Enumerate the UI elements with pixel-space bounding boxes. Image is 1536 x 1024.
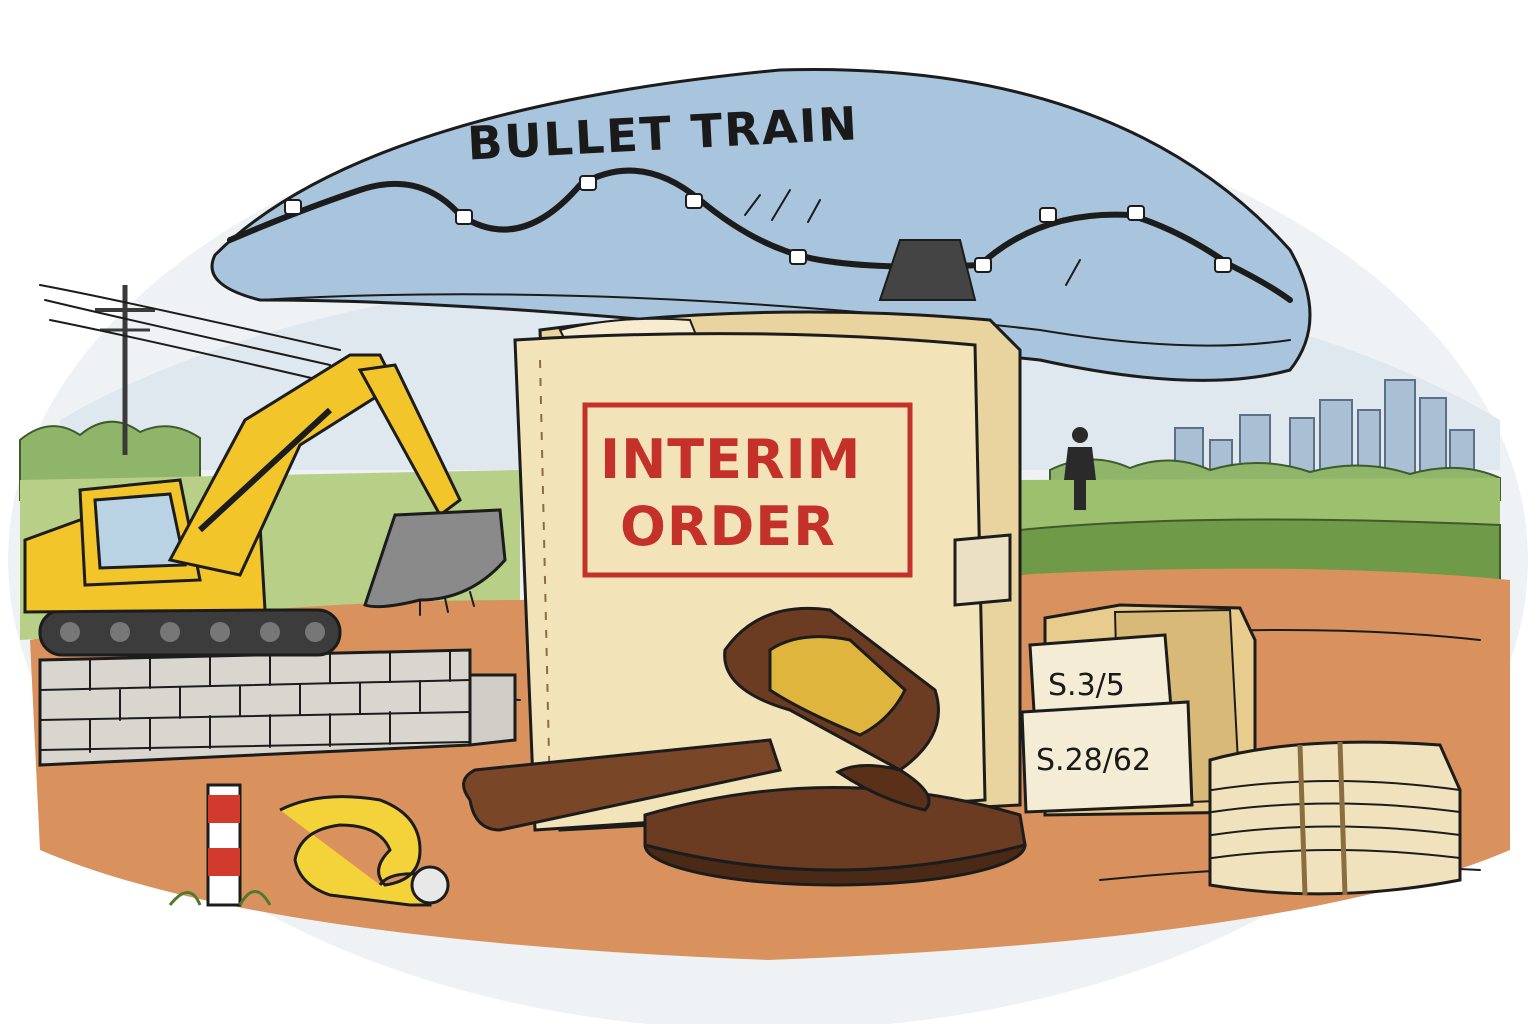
stamp-line-2: ORDER xyxy=(620,495,836,558)
survey-post xyxy=(168,783,272,907)
bullet-train: BULLET TRAIN xyxy=(210,68,1312,382)
file-label-2: S.28/62 xyxy=(1036,743,1151,778)
paper-bundle xyxy=(1208,740,1462,896)
excavator xyxy=(23,353,507,657)
distant-person xyxy=(1064,427,1096,510)
measuring-tape xyxy=(279,795,450,907)
stamp-line-1: INTERIM xyxy=(600,428,861,491)
file-label-1: S.3/5 xyxy=(1048,668,1125,703)
gavel xyxy=(462,606,1027,887)
interim-order-stamp: INTERIM ORDER xyxy=(582,402,913,578)
file-folders: S.3/5 S.28/62 xyxy=(1020,603,1257,817)
brick-wall xyxy=(38,648,517,767)
power-pole xyxy=(39,284,341,455)
